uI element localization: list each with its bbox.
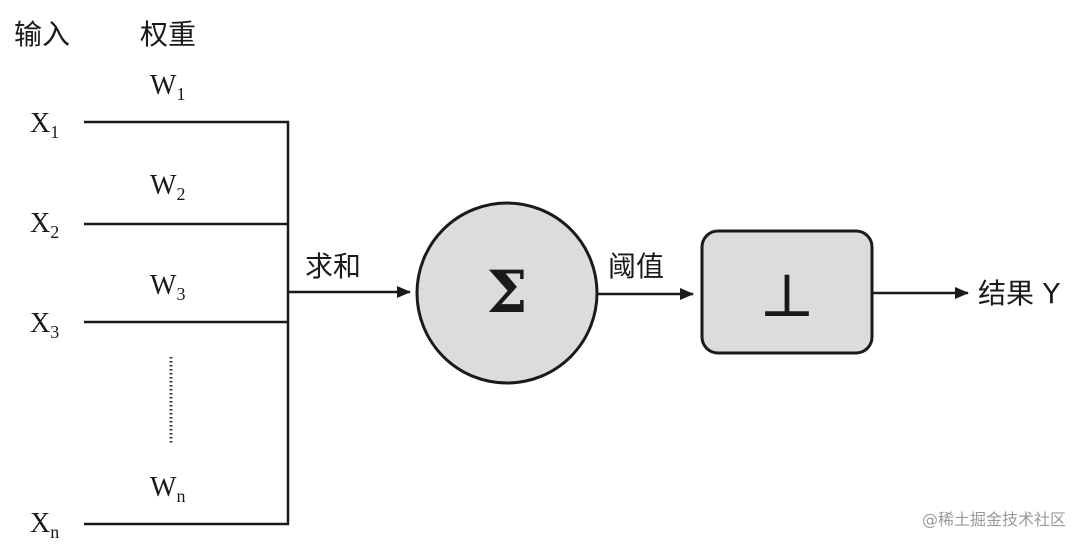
input-label-n: Xn [30, 508, 59, 542]
threshold-edge-label: 阈值 [608, 250, 664, 283]
sigma-symbol: Σ [486, 258, 527, 326]
weight-label-2: W2 [150, 170, 185, 204]
output-label: 结果 Y [978, 277, 1061, 310]
weight-header: 权重 [140, 18, 196, 51]
sum-edge-label: 求和 [305, 250, 361, 283]
watermark: @稀土掘金技术社区 [922, 510, 1066, 529]
threshold-symbol: ⊥ [759, 261, 815, 331]
input-label-2: X2 [30, 208, 59, 242]
input-header: 输入 [14, 18, 70, 51]
weight-label-1: W1 [150, 70, 185, 104]
weight-label-n: Wn [150, 472, 185, 506]
input-label-1: X1 [30, 108, 59, 142]
sum-node [415, 201, 599, 385]
weight-label-3: W3 [150, 270, 185, 304]
input-label-3: X3 [30, 308, 59, 342]
